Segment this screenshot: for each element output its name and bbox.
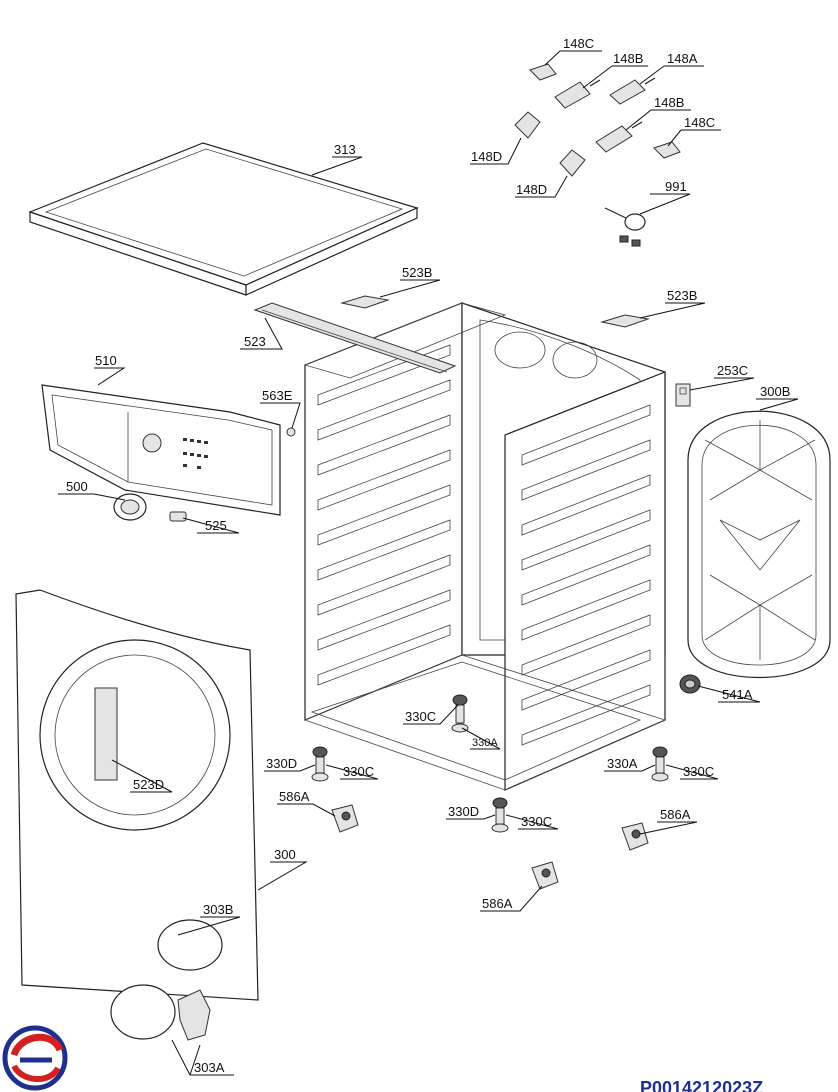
label-541A: 541A xyxy=(722,687,753,702)
label-148B-mid: 148B xyxy=(654,95,684,110)
bracket-586A-left xyxy=(331,804,359,833)
label-330D-center: 330D xyxy=(448,804,479,819)
cabinet-body xyxy=(303,302,667,791)
label-148C-top: 148C xyxy=(563,36,594,51)
label-586A-bottom: 586A xyxy=(482,896,513,911)
label-586A-left: 586A xyxy=(279,789,310,804)
part-148D-left xyxy=(514,111,541,139)
foot-left xyxy=(311,746,329,782)
brand-logo xyxy=(2,1025,68,1091)
part-148B-mid xyxy=(595,121,643,153)
top-cover-313 xyxy=(28,142,419,296)
document-code: P0014212023Z xyxy=(640,1078,764,1092)
control-panel-510 xyxy=(41,384,281,516)
label-523D: 523D xyxy=(133,777,164,792)
flap-303A xyxy=(110,984,211,1041)
label-330C-inner: 330C xyxy=(405,709,436,724)
button-525 xyxy=(169,511,187,522)
leader-lines xyxy=(58,50,799,1076)
label-300B: 300B xyxy=(760,384,790,399)
label-330C-center: 330C xyxy=(521,814,552,829)
label-586A-right: 586A xyxy=(660,807,691,822)
label-525: 525 xyxy=(205,518,227,533)
fitting-541A xyxy=(679,674,701,694)
part-148C-mid xyxy=(653,141,681,159)
label-510: 510 xyxy=(95,353,117,368)
part-148A xyxy=(609,77,656,105)
bracket-586A-bottom xyxy=(531,861,559,890)
label-523: 523 xyxy=(244,334,266,349)
label-148B-top: 148B xyxy=(613,51,643,66)
part-148D-bottom xyxy=(559,149,586,177)
label-313: 313 xyxy=(334,142,356,157)
label-563E: 563E xyxy=(262,388,293,403)
bracket-523B-right xyxy=(600,314,650,328)
bracket-523B-left xyxy=(340,295,390,309)
label-330D-left: 330D xyxy=(266,756,297,771)
label-523B-left: 523B xyxy=(402,265,432,280)
label-330A-right: 330A xyxy=(607,756,638,771)
crossbar-523 xyxy=(253,302,457,374)
program-knob-500 xyxy=(113,493,147,521)
part-991 xyxy=(604,207,646,247)
label-330C-left: 330C xyxy=(343,764,374,779)
rear-cover-300B xyxy=(687,410,831,679)
part-labels: 148C 148B 148A 148B 148C 148D 148D 991 3… xyxy=(66,36,790,1075)
label-148A: 148A xyxy=(667,51,698,66)
foot-right xyxy=(651,746,669,782)
label-991: 991 xyxy=(665,179,687,194)
part-148B-top xyxy=(554,79,601,109)
label-300: 300 xyxy=(274,847,296,862)
foot-inner xyxy=(451,694,469,733)
label-330C-right: 330C xyxy=(683,764,714,779)
label-500: 500 xyxy=(66,479,88,494)
clip-563E xyxy=(286,427,296,437)
part-148C-top xyxy=(529,63,557,81)
label-523B-right: 523B xyxy=(667,288,697,303)
bracket-586A-right xyxy=(621,822,649,851)
front-panel-300 xyxy=(15,589,259,1001)
label-148D-bottom: 148D xyxy=(516,182,547,197)
foot-center xyxy=(491,797,509,833)
label-330A-inner: 330A xyxy=(472,737,498,749)
label-303A: 303A xyxy=(194,1060,225,1075)
label-148D-left: 148D xyxy=(471,149,502,164)
label-253C: 253C xyxy=(717,363,748,378)
hinge-253C xyxy=(675,383,691,407)
label-148C-mid: 148C xyxy=(684,115,715,130)
label-303B: 303B xyxy=(203,902,233,917)
